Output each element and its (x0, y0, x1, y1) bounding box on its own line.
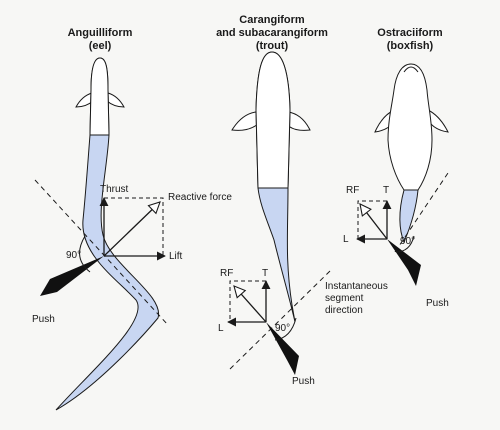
trout-rf-label: RF (220, 268, 233, 279)
boxfish-segment-label-line2: segment (325, 293, 364, 304)
boxfish-force-box (357, 200, 387, 239)
eel-lift-label: Lift (169, 251, 183, 262)
eel-thrust-label: Thrust (100, 184, 129, 195)
eel-body (55, 57, 159, 411)
trout-title-line1: Carangiform (239, 14, 305, 26)
boxfish-t-label: T (383, 185, 389, 196)
boxfish-title-line2: (boxfish) (387, 40, 434, 52)
trout-l-label: L (218, 323, 224, 334)
trout-title-line2: and subacarangiform (216, 27, 328, 39)
boxfish-rf-arrow (360, 204, 388, 240)
trout-angle-label: 90° (275, 323, 290, 334)
boxfish-push-arrow (387, 239, 421, 286)
boxfish-body (387, 63, 433, 191)
eel-reactive-force-label: Reactive force (168, 192, 232, 203)
eel-angle-arc (79, 235, 91, 273)
eel-angle-label: 90° (66, 250, 81, 261)
boxfish-push-label: Push (426, 298, 449, 309)
eel-title-line2: (eel) (89, 40, 112, 52)
eel-push-label: Push (32, 314, 55, 325)
trout-t-label: T (262, 268, 268, 279)
eel-force-box (104, 197, 164, 256)
boxfish-segment-label-line3: direction (325, 305, 363, 316)
trout-segment-line (229, 270, 331, 370)
boxfish-panel: Ostraciiform (boxfish) RF T L 90° Push I… (325, 27, 451, 316)
boxfish-segment-line (394, 169, 451, 253)
eel-push-arrow (40, 256, 104, 296)
trout-propulsive-region (258, 188, 295, 322)
eel-reactive-force-arrow (103, 202, 160, 257)
boxfish-title-line1: Ostraciiform (377, 27, 443, 39)
eel-title-line1: Anguilliform (68, 27, 133, 39)
trout-left-fin (231, 111, 259, 131)
eel-propulsive-region (56, 135, 159, 410)
trout-force-box (229, 280, 266, 322)
eel-right-fin (106, 92, 125, 108)
boxfish-angle-label: 90° (400, 236, 415, 247)
boxfish-segment-label-line1: Instantaneous (325, 281, 388, 292)
trout-push-label: Push (292, 376, 315, 387)
trout-angle-arc (274, 317, 297, 341)
trout-panel: Carangiform and subacarangiform (trout) … (216, 14, 331, 387)
eel-panel: Anguilliform (eel) Thrust Reactive force… (32, 27, 232, 411)
trout-push-arrow (266, 322, 299, 375)
boxfish-rf-label: RF (346, 185, 359, 196)
boxfish-snout (403, 66, 419, 73)
boxfish-tail (399, 189, 419, 244)
boxfish-l-label: L (343, 234, 349, 245)
boxfish-angle-arc (395, 235, 415, 253)
trout-head (255, 51, 291, 189)
eel-head (89, 57, 110, 136)
eel-segment-line (34, 179, 169, 326)
trout-rf-arrow (234, 286, 267, 323)
trout-title-line3: (trout) (256, 40, 289, 52)
